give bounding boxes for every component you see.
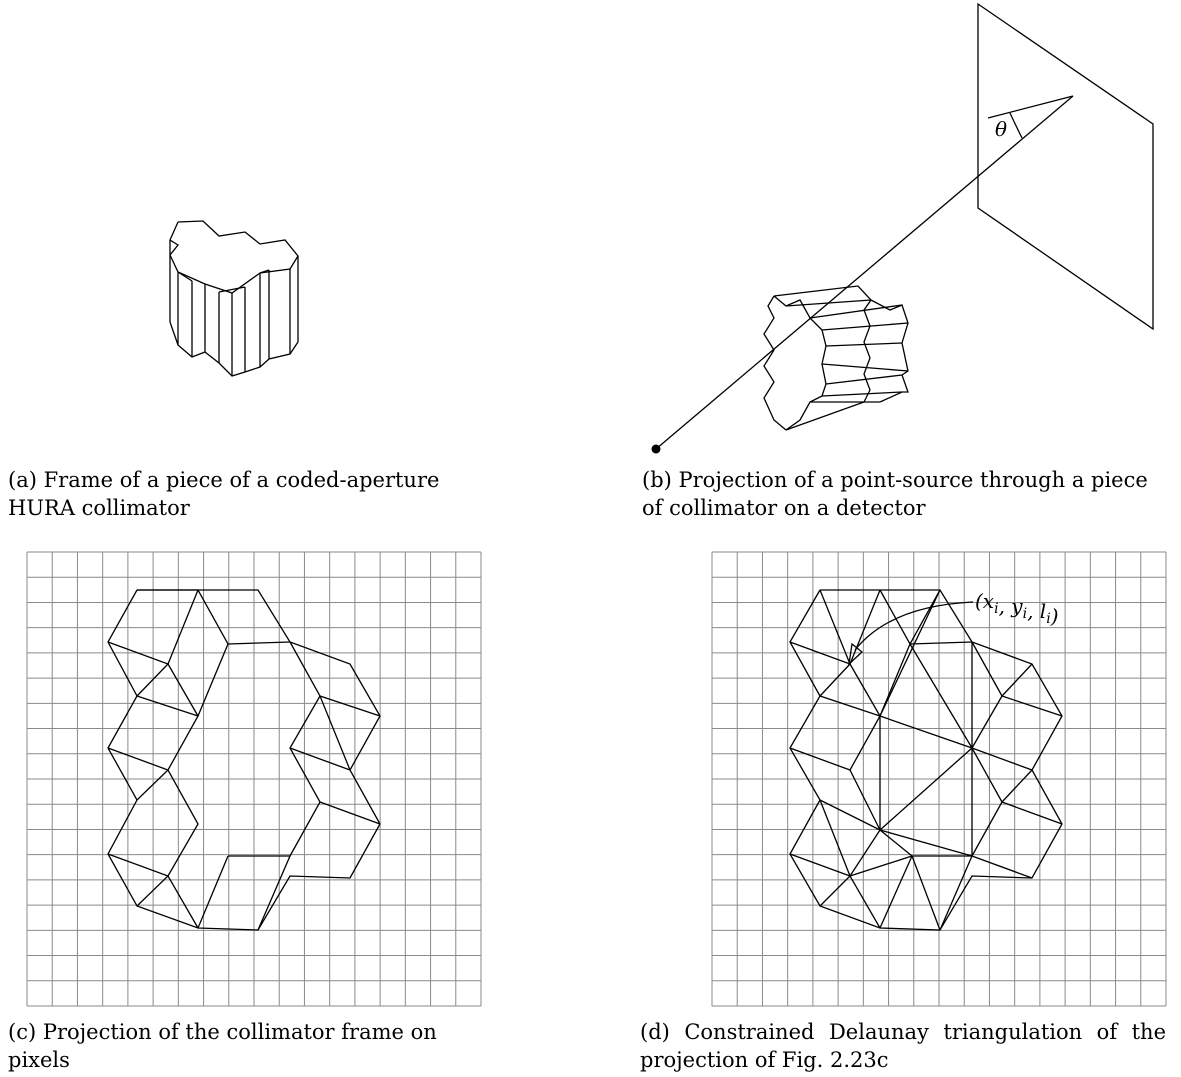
caption-c: (c) Projection of the collimator frame o…	[8, 1020, 437, 1072]
angle-theta-label: θ	[995, 117, 1007, 141]
collimator-frame-drawing	[169, 220, 299, 377]
projected-frame	[107, 589, 381, 931]
pixel-grid	[711, 551, 1167, 1007]
caption-a: (a) Frame of a piece of a coded-aperture…	[8, 468, 440, 520]
figure-panel-c: (c) Projection of the collimator frame o…	[0, 540, 590, 1077]
caption-b: (b) Projection of a point-source through…	[642, 468, 1148, 520]
collimator-top-outline	[169, 220, 299, 294]
triangulation	[789, 589, 1063, 931]
figure-panel-d: (xi, yi, li) (d) Constrained Delaunay tr…	[590, 540, 1181, 1077]
annotation-arrowhead	[848, 642, 863, 666]
caption-d: (d) Constrained Delaunay triangulation o…	[640, 1020, 1166, 1072]
figure-panel-b: θ (b) Projection of a point-source throu…	[590, 0, 1181, 525]
annotation-arrow	[854, 601, 974, 651]
point-source	[651, 444, 661, 454]
collimator-piece	[763, 285, 909, 431]
pixel-grid	[26, 551, 482, 1007]
point-annotation-label: (xi, yi, li)	[975, 589, 1059, 628]
point-source-projection-drawing: θ	[651, 2, 1154, 454]
figure-panel-a: (a) Frame of a piece of a coded-aperture…	[0, 0, 590, 525]
delaunay-triangulation-drawing: (xi, yi, li)	[711, 551, 1167, 1007]
pixel-projection-drawing	[26, 551, 482, 1007]
projection-ray	[655, 95, 1074, 450]
detector-plane	[977, 2, 1154, 331]
